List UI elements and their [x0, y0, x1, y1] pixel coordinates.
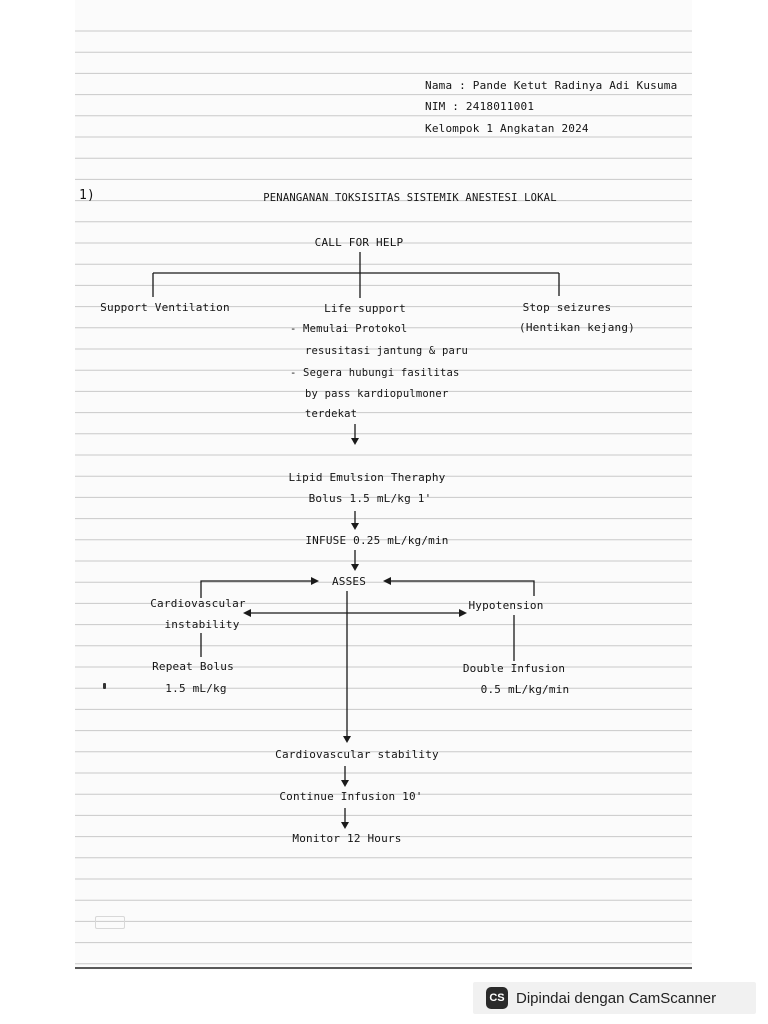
camscanner-logo-icon: CS	[486, 987, 508, 1009]
node-double-infusion: Double Infusion	[462, 662, 566, 675]
arrow-to-assess	[351, 564, 359, 571]
question-number: 1)	[79, 188, 96, 203]
page-title: PENANGANAN TOKSISITAS SISTEMIK ANESTESI …	[263, 192, 557, 204]
node-lipid-bolus: Bolus 1.5 mL/kg 1'	[308, 492, 432, 505]
node-cardiovascular-instability: Cardiovascular	[150, 597, 246, 610]
node-assess: ASSES	[331, 575, 367, 588]
node-lipid-emulsion: Lipid Emulsion Theraphy	[288, 471, 446, 484]
node-double-infusion-dose: 0.5 mL/kg/min	[480, 683, 570, 696]
life-support-line-1: - Memulai Protokol	[290, 323, 408, 335]
node-call-for-help: CALL FOR HELP	[314, 236, 404, 249]
arrow-to-infuse	[351, 523, 359, 530]
node-repeat-bolus: Repeat Bolus	[152, 660, 234, 673]
student-name: Nama : Pande Ketut Radinya Adi Kusuma	[425, 79, 678, 92]
life-support-line-3: - Segera hubungi fasilitas	[290, 367, 460, 379]
arrow-to-left-outcome	[243, 609, 251, 617]
student-nim: NIM : 2418011001	[425, 100, 535, 113]
node-continue-infusion: Continue Infusion 10'	[279, 790, 423, 803]
node-stop-seizures: Stop seizures	[522, 301, 612, 314]
arrow-assess-from-right	[383, 577, 391, 585]
node-support-ventilation: Support Ventilation	[100, 301, 230, 314]
node-hypotension: Hypotension	[468, 599, 544, 612]
node-cardiovascular-stability: Cardiovascular stability	[275, 748, 439, 761]
arrow-to-monitor	[341, 822, 349, 829]
ruled-lines	[75, 30, 692, 969]
student-group: Kelompok 1 Angkatan 2024	[425, 122, 589, 135]
node-monitor: Monitor 12 Hours	[292, 832, 402, 845]
node-cardiovascular-instability-2: instability	[164, 618, 240, 631]
node-repeat-bolus-dose: 1.5 mL/kg	[165, 682, 227, 695]
connector-left-outcome-to-assess	[200, 580, 315, 598]
node-infuse: INFUSE 0.25 mL/kg/min	[305, 534, 449, 547]
page-number-box	[95, 916, 125, 929]
arrow-to-right-outcome	[459, 609, 467, 617]
node-stop-seizures-note: (Hentikan kejang)	[519, 321, 635, 334]
life-support-line-2: resusitasi jantung & paru	[305, 345, 469, 357]
notebook-page: Nama : Pande Ketut Radinya Adi Kusuma NI…	[75, 0, 692, 970]
arrow-to-lipid	[351, 438, 359, 445]
camscanner-badge: CS Dipindai dengan CamScanner	[473, 982, 756, 1014]
arrow-to-stability	[343, 736, 351, 743]
connector-right-outcome-to-assess	[387, 580, 535, 596]
flowchart-connectors	[152, 252, 560, 829]
node-life-support: Life support	[324, 302, 406, 315]
camscanner-text: Dipindai dengan CamScanner	[516, 989, 717, 1007]
arrow-assess-from-left	[311, 577, 319, 585]
life-support-line-5: terdekat	[305, 408, 358, 420]
margin-mark	[103, 683, 106, 689]
life-support-line-4: by pass kardiopulmoner	[305, 388, 449, 400]
arrow-to-continue	[341, 780, 349, 787]
